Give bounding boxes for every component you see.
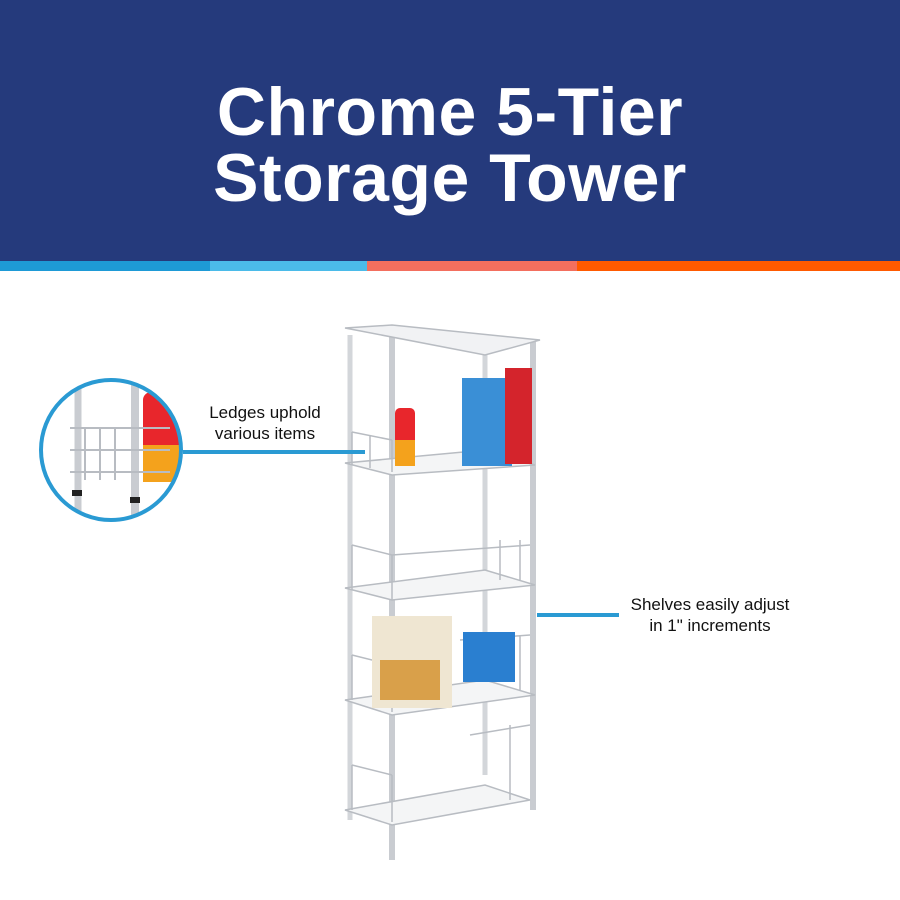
stripe-segment-4 <box>577 261 900 271</box>
callout-shelves: Shelves easily adjust in 1" increments <box>605 594 815 636</box>
callout-shelves-line2: in 1" increments <box>649 616 771 635</box>
detail-zoom-circle <box>39 378 183 522</box>
callout-ledges: Ledges uphold various items <box>180 402 350 444</box>
stripe-segment-1 <box>0 261 210 271</box>
callout-shelves-line1: Shelves easily adjust <box>630 595 790 614</box>
callout-line-shelves <box>537 613 619 617</box>
title-line-2: Storage Tower <box>213 140 687 216</box>
callout-ledges-line1: Ledges uphold <box>209 403 321 422</box>
shelf-items <box>372 368 532 708</box>
stripe-segment-2 <box>210 261 367 271</box>
detail-zoom-image <box>41 380 181 520</box>
title-line-1: Chrome 5-Tier <box>216 74 684 150</box>
shelf-frame <box>344 324 541 860</box>
callout-line-ledges <box>183 450 365 454</box>
header-banner: Chrome 5-Tier Storage Tower <box>0 0 900 261</box>
stripe-segment-3 <box>367 261 577 271</box>
callout-ledges-line2: various items <box>214 424 316 443</box>
